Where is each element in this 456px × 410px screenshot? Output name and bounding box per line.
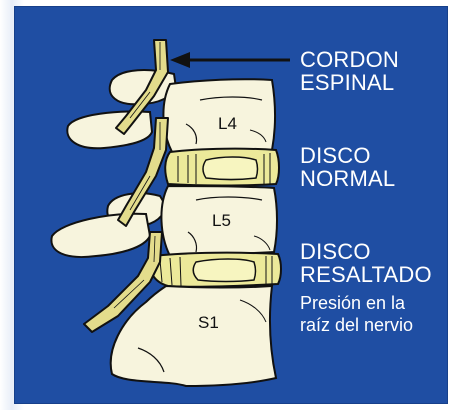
bulging-disc-label-line-1: DISCO xyxy=(300,240,432,263)
spinal-cord-label-line-1: CORDON xyxy=(300,48,399,71)
bulging-disc-graphic xyxy=(150,253,281,287)
normal-disc-label-line-1: DISCO xyxy=(300,144,395,167)
nerve-pressure-label-line-1: Presión en la xyxy=(300,292,413,314)
l4-lower-process xyxy=(67,112,152,149)
l5-lower-process xyxy=(51,214,150,257)
label-l5: L5 xyxy=(212,211,231,230)
normal-disc-nucleus xyxy=(203,157,258,180)
label-s1: S1 xyxy=(198,313,219,332)
spinal-cord-pointer-arrow xyxy=(170,52,290,68)
s1-body xyxy=(111,286,276,386)
bulging-disc-label-line-2: RESALTADO xyxy=(300,263,432,286)
vertebra-l5 xyxy=(51,186,277,257)
bulging-disc-label: DISCO RESALTADO xyxy=(300,240,432,286)
nerve-pressure-label-line-2: raíz del nervio xyxy=(300,314,413,336)
spinal-cord-label: CORDON ESPINAL xyxy=(300,48,399,94)
sacrum-s1 xyxy=(111,286,276,386)
nerve-pressure-label: Presión en la raíz del nervio xyxy=(300,292,413,336)
normal-disc-graphic xyxy=(165,149,279,186)
spinal-cord-label-line-2: ESPINAL xyxy=(300,71,399,94)
label-l4: L4 xyxy=(218,114,237,133)
bulging-disc-nucleus xyxy=(193,259,255,282)
normal-disc-label-line-2: NORMAL xyxy=(300,167,395,190)
vertebra-l4 xyxy=(67,70,275,152)
normal-disc-label: DISCO NORMAL xyxy=(300,144,395,190)
